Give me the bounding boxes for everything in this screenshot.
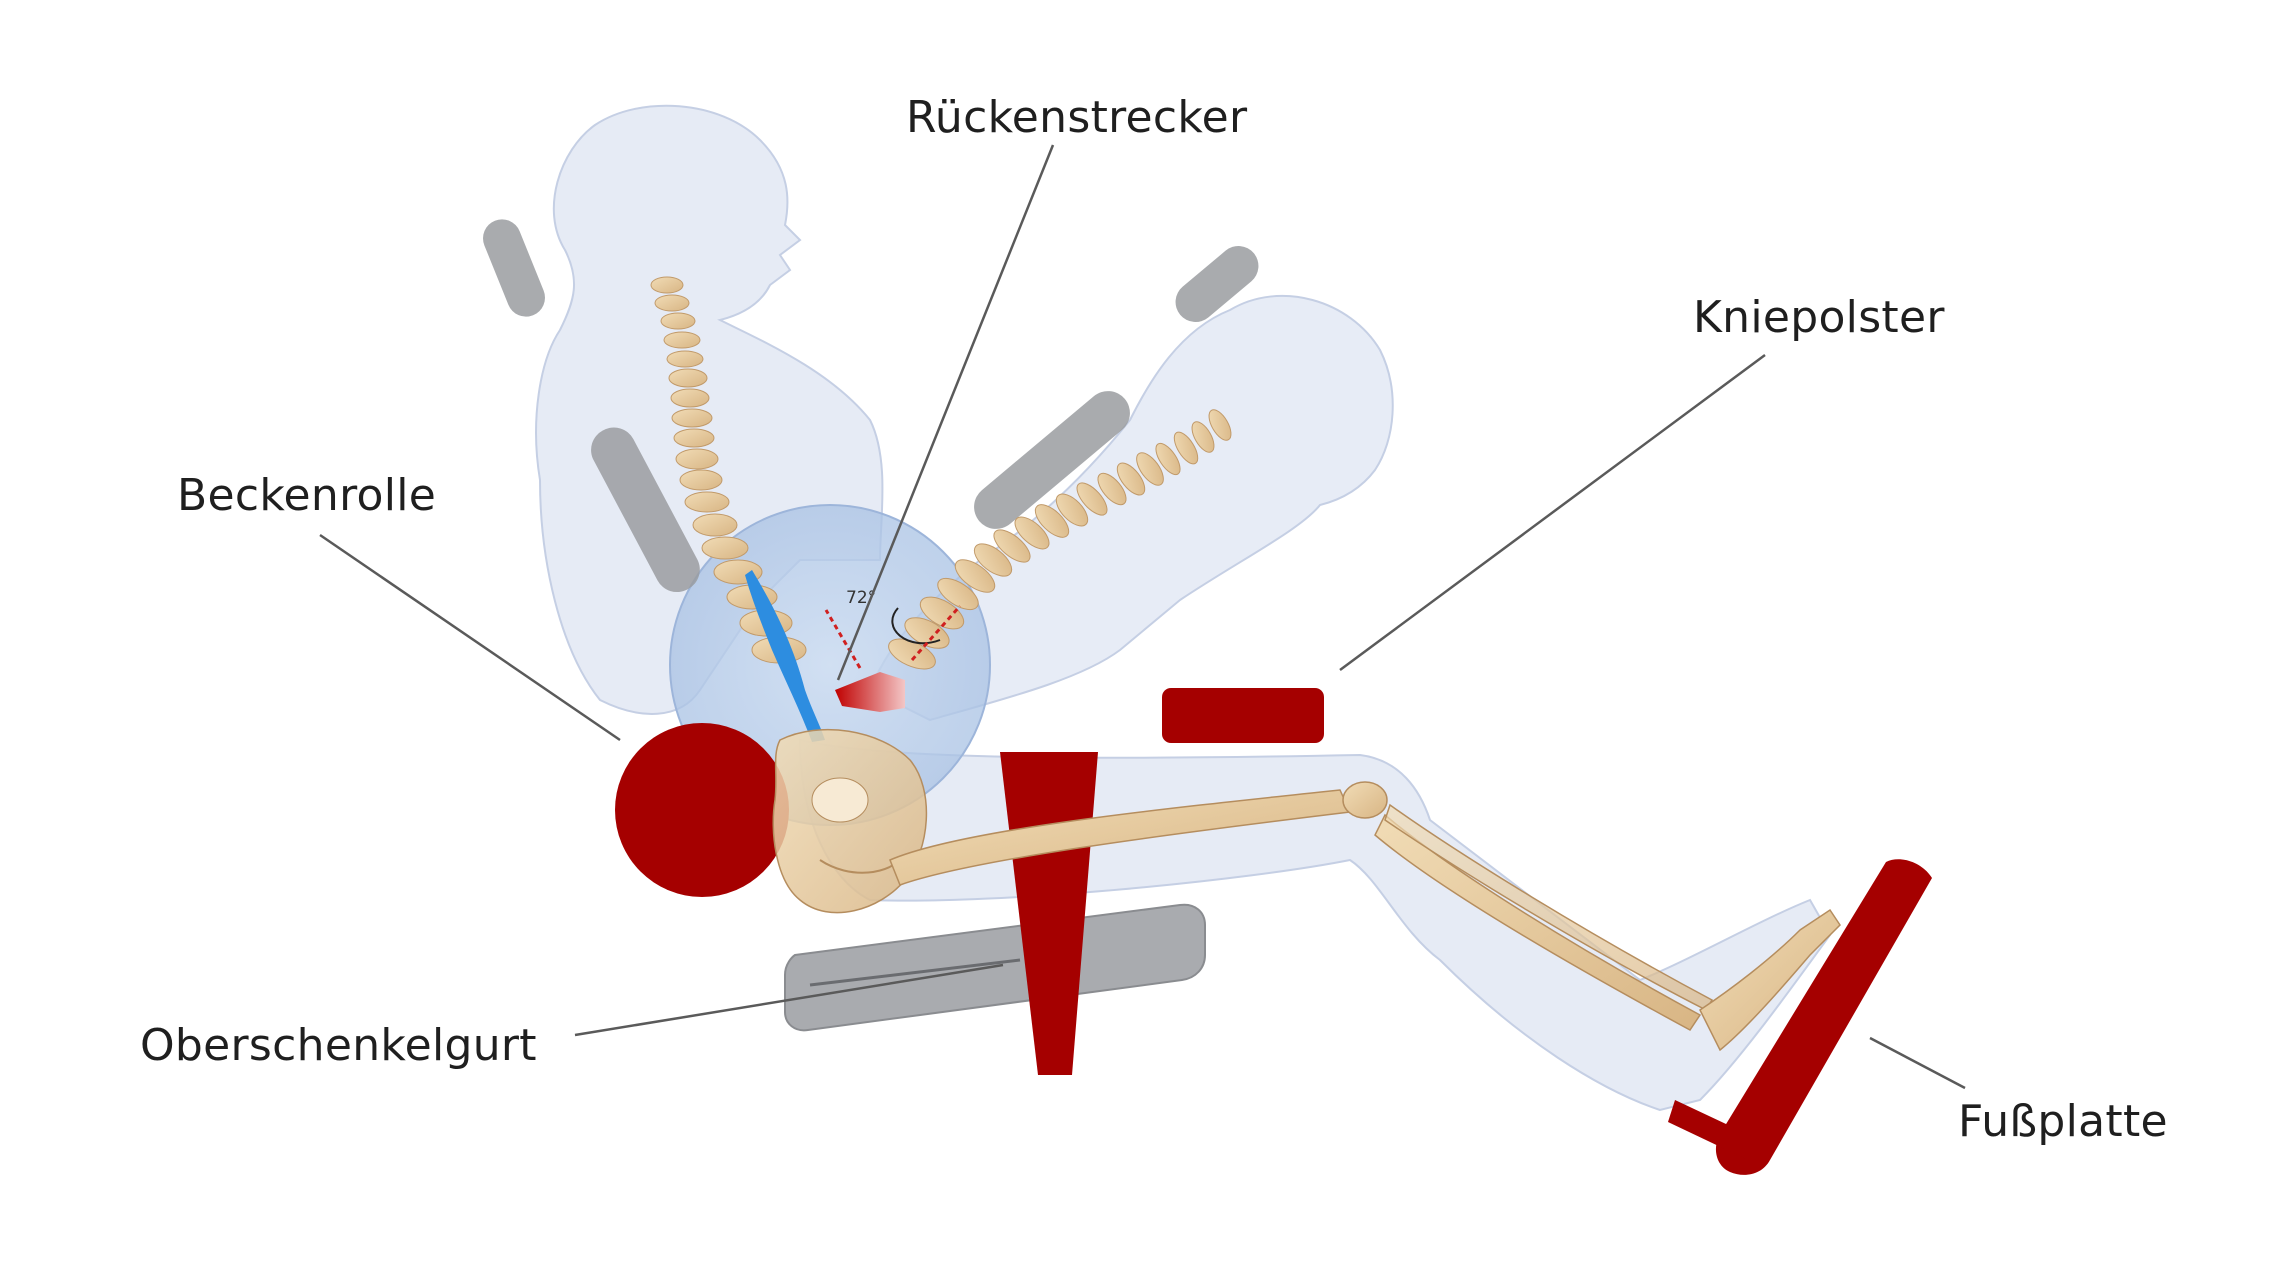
knee-pad-label: Kniepolster	[1693, 292, 1945, 343]
pelvic-roll-pad	[615, 723, 789, 897]
back-extender-label: Rückenstrecker	[906, 92, 1248, 143]
leg-bones	[889, 781, 1841, 1052]
foot-plate	[1668, 859, 1932, 1175]
leader-lines	[319, 144, 1966, 1090]
back-extender-force-arrow	[835, 672, 905, 712]
body-silhouette-reclined	[868, 295, 1394, 722]
spine-upright	[650, 276, 807, 664]
thigh-strap-label: Oberschenkelgurt	[140, 1020, 537, 1071]
thigh-strap-wedge	[1000, 752, 1098, 1075]
knee-pad	[1162, 688, 1324, 743]
angle-indicator: 72°	[824, 588, 962, 669]
back-extender-muscle-highlight	[745, 570, 825, 742]
spine-reclined	[888, 409, 1232, 670]
foot-plate-label: Fußplatte	[1958, 1096, 2168, 1147]
machine-backrests	[483, 219, 1259, 593]
pelvis-bone	[772, 728, 928, 914]
pelvic-roll-label: Beckenrolle	[177, 470, 437, 521]
